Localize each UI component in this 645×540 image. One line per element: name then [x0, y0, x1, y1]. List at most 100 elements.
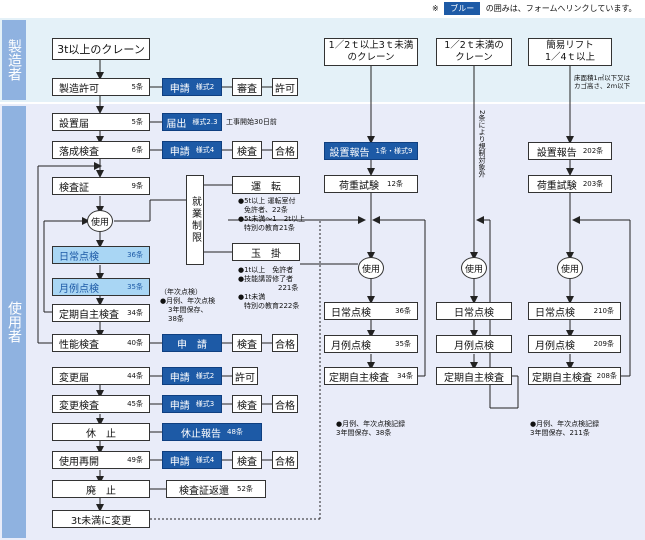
sl-note-line: 特別の教育222条 [244, 302, 300, 310]
cert-return-label: 検査証返還 [179, 485, 230, 497]
notify-button[interactable]: 届出 様式2.3 [162, 113, 222, 131]
apply-change-button[interactable]: 申請 様式2 [162, 367, 222, 385]
col2-title-line: 1／2ｔ以上3ｔ未満 [328, 40, 414, 51]
op-note-line: ●5t未満～1 2t以上 [238, 215, 305, 223]
slinging-label: 玉 掛 [251, 248, 281, 260]
annual-note-line: 3年間保存、 [168, 306, 208, 314]
daily-inspection-link[interactable]: 日常点検 36条 [52, 246, 150, 264]
op-note-line: ●5t以上 運転室付 [238, 197, 296, 205]
review-box: 審査 [232, 78, 262, 96]
cert-return-box: 検査証返還 52条 [166, 480, 266, 498]
apply-change-insp-button[interactable]: 申請 様式3 [162, 395, 222, 413]
col4-daily-art: 210条 [593, 307, 614, 315]
periodic-art: 34条 [127, 309, 143, 317]
change-insp-art: 45条 [127, 400, 143, 408]
notify-form: 様式2.3 [192, 118, 218, 126]
operation-note: ●5t以上 運転室付 免許者、22条 ●5t未満～1 2t以上 特別の教育21条 [238, 197, 305, 233]
suspend-report-art: 48条 [227, 428, 243, 436]
apply-mfg-button[interactable]: 申請 様式2 [162, 78, 222, 96]
apply1-label: 申請 [169, 146, 190, 158]
performance-inspection: 性能検査 40条 [52, 334, 150, 352]
col4-daily-label: 日常点検 [535, 307, 575, 319]
pass-label-3: 合格 [275, 400, 295, 412]
periodic-inspection: 定期自主検査 34条 [52, 304, 150, 322]
col4-side-note: 床面積1㎡以下又は カゴ高さ、2ｍ以下 [574, 74, 630, 90]
suspend-label: 休 止 [86, 428, 116, 440]
col4-install-report-label: 設置報告 [536, 147, 577, 159]
daily-label: 日常点検 [59, 251, 99, 263]
col3-daily-label: 日常点検 [454, 307, 494, 319]
col4-note-line: 3年間保存、211条 [530, 429, 590, 437]
change-under-3t-box: 3t未満に変更 [52, 510, 150, 528]
col2-monthly-label: 月例点検 [331, 340, 371, 352]
op-note-line: 特別の教育21条 [244, 224, 295, 232]
col2-daily: 日常点検 36条 [324, 302, 418, 320]
review-label: 審査 [237, 83, 257, 95]
col3-monthly-label: 月例点検 [454, 340, 494, 352]
install-report-button[interactable]: 設置報告 1条・様式9 [324, 142, 418, 160]
col4-install-report-art: 202条 [582, 147, 604, 155]
apply4-form: 様式3 [195, 400, 215, 408]
maker-label-text: 製造者 [6, 39, 22, 81]
col2-periodic: 定期自主検査 34条 [324, 367, 418, 385]
col2-note-line: ●月例、年次点検記録 [336, 420, 406, 428]
col2-daily-label: 日常点検 [331, 307, 371, 319]
col2-use-label: 使用 [361, 264, 380, 275]
pass-box-4: 合格 [272, 451, 298, 469]
col3-title: 1／2ｔ未満の クレーン [436, 38, 512, 66]
legend-mark: ※ [432, 4, 439, 13]
change-insp-label: 変更検査 [59, 400, 99, 412]
col4-monthly: 月例点検 209条 [528, 335, 621, 353]
col2-note-line: 3年間保存、38条 [336, 429, 392, 437]
col4-note: ●月例、年次点検記録 3年間保存、211条 [530, 420, 599, 438]
annual-note: （年次点検） ●月例、年次点検 3年間保存、 38条 [160, 288, 215, 324]
col4-load-test: 荷重試験 203条 [528, 175, 612, 193]
col4-daily: 日常点検 210条 [528, 302, 621, 320]
resume-box: 使用再開 49条 [52, 451, 150, 469]
inspect-label-4: 検査 [237, 456, 257, 468]
apply2-label: 申 請 [177, 339, 207, 351]
inspect-box-2: 検査 [232, 334, 262, 352]
col2-load-test-art: 12条 [387, 180, 403, 188]
mfg-permit: 製造許可 5条 [52, 78, 150, 96]
inspect-label-2: 検査 [237, 339, 257, 351]
col2-monthly-art: 35条 [395, 340, 411, 348]
suspend-report-button[interactable]: 休止報告 48条 [162, 423, 262, 441]
col2-monthly: 月例点検 35条 [324, 335, 418, 353]
legend-blue-chip: ブルー [444, 2, 481, 15]
use-label-left: 使用 [90, 217, 109, 228]
install-notice: 設置届 5条 [52, 113, 150, 131]
slinging-box: 玉 掛 [232, 243, 300, 261]
pass-label-2: 合格 [275, 339, 295, 351]
notify-label: 届出 [166, 118, 187, 130]
suspend-box: 休 止 [52, 423, 150, 441]
completion-inspection: 落成検査 6条 [52, 141, 150, 159]
col4-monthly-art: 209条 [593, 340, 614, 348]
apply3-label: 申請 [169, 372, 190, 384]
col2-use-node: 使用 [358, 257, 384, 279]
legend: ※ ブルー の囲みは、フォームへリンクしています。 [432, 2, 637, 15]
periodic-label: 定期自主検査 [59, 309, 119, 321]
col4-title-line: 簡易リフト [546, 40, 594, 51]
apply1-form: 様式4 [195, 146, 215, 154]
crane-3t-title: 3t以上のクレーン [52, 38, 150, 60]
col2-title: 1／2ｔ以上3ｔ未満 のクレーン [324, 38, 418, 66]
col3-title-line: 1／2ｔ未満の [444, 40, 504, 51]
legend-text: の囲みは、フォームへリンクしています。 [485, 4, 637, 13]
daily-art: 36条 [127, 251, 143, 259]
col4-title: 簡易リフト 1／4ｔ以上 [528, 38, 612, 66]
apply-resume-button[interactable]: 申請 様式4 [162, 451, 222, 469]
monthly-inspection-link[interactable]: 月例点検 35条 [52, 278, 150, 296]
apply-performance-button[interactable]: 申 請 [162, 334, 222, 352]
slinging-note: ●1t以上 免許者 ●技能講習修了者 221条 ●1t未満 特別の教育222条 [238, 266, 299, 311]
col3-periodic: 定期自主検査 [436, 367, 512, 385]
col4-monthly-label: 月例点検 [535, 340, 575, 352]
apply-completion-button[interactable]: 申請 様式4 [162, 141, 222, 159]
work-restriction-box: 就業制限 [186, 175, 204, 265]
annual-note-line: （年次点検） [160, 288, 202, 296]
permit-box: 許可 [272, 78, 298, 96]
user-label: 使用者 [2, 106, 26, 538]
resume-label: 使用再開 [59, 456, 99, 468]
col2-load-test-label: 荷重試験 [339, 180, 380, 192]
